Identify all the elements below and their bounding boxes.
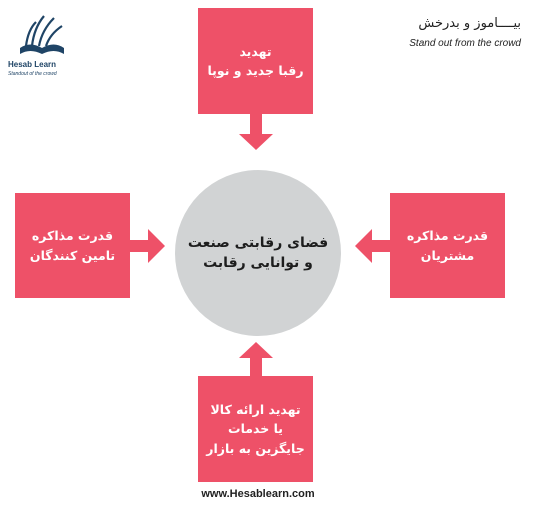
arrow-left-icon (355, 229, 390, 263)
box-new-entrants-line1: تهدید (239, 43, 272, 59)
box-buyer-power: قدرت مذاکره مشتریان (390, 193, 505, 298)
center-line2: و توانایی رقابت (203, 255, 313, 271)
arrow-up-icon (239, 342, 273, 376)
center-line1: فضای رقابتی صنعت (187, 234, 329, 251)
box-substitutes-line1: تهدید ارائه کالا (210, 401, 301, 417)
box-buyer-power-line1: قدرت مذاکره (406, 228, 489, 244)
box-new-entrants: تهدید رقبا جدید و نوپا (198, 8, 313, 114)
box-supplier-power-line1: قدرت مذاکره (31, 228, 114, 244)
box-supplier-power: قدرت مذاکره تامین کنندگان (15, 193, 130, 298)
box-substitutes: تهدید ارائه کالا یا خدمات جایگزین به باز… (198, 376, 313, 482)
box-supplier-power-line2: تامین کنندگان (29, 247, 116, 263)
box-substitutes-line2: یا خدمات (228, 421, 283, 437)
slogan-english: Stand out from the crowd (409, 38, 521, 49)
box-substitutes-line3: جایگزین به بازار (206, 440, 305, 456)
box-new-entrants-line2: رقبا جدید و نوپا (207, 63, 304, 78)
logo-tagline: Standout of the crowd (8, 71, 57, 77)
arrow-down-icon (239, 114, 273, 150)
box-buyer-power-line2: مشتریان (420, 247, 475, 263)
center-competitive-rivalry: فضای رقابتی صنعت و توانایی رقابت (175, 170, 341, 336)
slogan-persian: بیــــاموز و بدرخش (418, 16, 521, 31)
footer-website-url: www.Hesablearn.com (201, 488, 315, 500)
arrow-right-icon (130, 229, 165, 263)
hesab-learn-logo-icon (20, 15, 64, 54)
logo-name: Hesab Learn (8, 60, 57, 69)
